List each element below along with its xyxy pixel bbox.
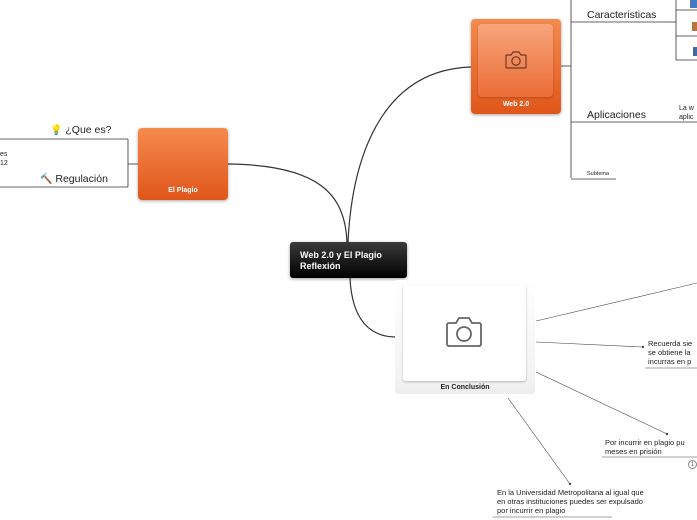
plagio-partial-note: es 12 — [0, 150, 8, 168]
caracteristicas-label[interactable]: Caracteristicas — [587, 9, 657, 21]
plagio-node[interactable]: El Plagio — [138, 128, 228, 200]
central-title-line1: Web 2.0 y El Plagio — [300, 250, 382, 260]
regulacion-label[interactable]: 🔨 Regulación — [40, 173, 108, 185]
central-title-line2: Reflexión — [300, 261, 341, 271]
note2-line2: meses en prisión — [605, 447, 662, 456]
note-count-badge[interactable]: 1 — [688, 460, 697, 469]
web20-node[interactable]: Web 2.0 — [471, 19, 561, 114]
plagio-partial-line2: 12 — [0, 160, 8, 167]
note2-line1: Por incurrir en plagio pu — [605, 438, 685, 447]
lightbulb-icon: 💡 — [50, 125, 63, 136]
gavel-icon: 🔨 — [40, 174, 53, 185]
que-es-label[interactable]: 💡 ¿Que es? — [50, 124, 111, 136]
plagio-title: El Plagio — [168, 187, 198, 194]
plagio-partial-line1: es — [0, 151, 8, 158]
que-es-text: ¿Que es? — [65, 124, 112, 136]
web20-title: Web 2.0 — [502, 101, 530, 108]
note1-line1: Recuerda sie — [648, 339, 693, 348]
aplicaciones-note-line1: La w — [679, 105, 694, 112]
aplicaciones-note-line2: aplic — [679, 114, 694, 121]
note3-line3: por incurrir en plagio — [497, 506, 566, 515]
conclusion-note-universidad[interactable]: En la Universidad Metropolitana al igual… — [497, 488, 644, 515]
note1-line3: incurras en p — [648, 357, 692, 366]
note1-line2: se obtiene la — [648, 348, 691, 357]
web20-photo-frame — [478, 24, 553, 97]
camera-icon — [446, 317, 482, 347]
conclusion-title: En Conclusión — [440, 384, 490, 391]
conclusion-note-recuerda[interactable]: Recuerda sie se obtiene la incurras en p — [648, 339, 692, 366]
central-topic[interactable]: Web 2.0 y El Plagio Reflexión — [290, 242, 407, 278]
note3-line1: En la Universidad Metropolitana al igual… — [497, 488, 644, 497]
subtema-label[interactable]: Subtema — [587, 171, 610, 177]
camera-icon — [505, 51, 527, 69]
aplicaciones-note: La w aplic — [679, 104, 694, 122]
note-count-text: 1 — [690, 462, 695, 468]
aplicaciones-label[interactable]: Aplicaciones — [587, 109, 646, 121]
note3-line2: en otras instituciones puedes ser expuls… — [497, 497, 643, 506]
conclusion-photo-frame — [403, 285, 526, 381]
conclusion-note-prision[interactable]: Por incurrir en plagio pu meses en prisi… — [605, 438, 685, 456]
thumbnail-icons — [690, 0, 697, 56]
regulacion-text: Regulación — [55, 173, 108, 185]
